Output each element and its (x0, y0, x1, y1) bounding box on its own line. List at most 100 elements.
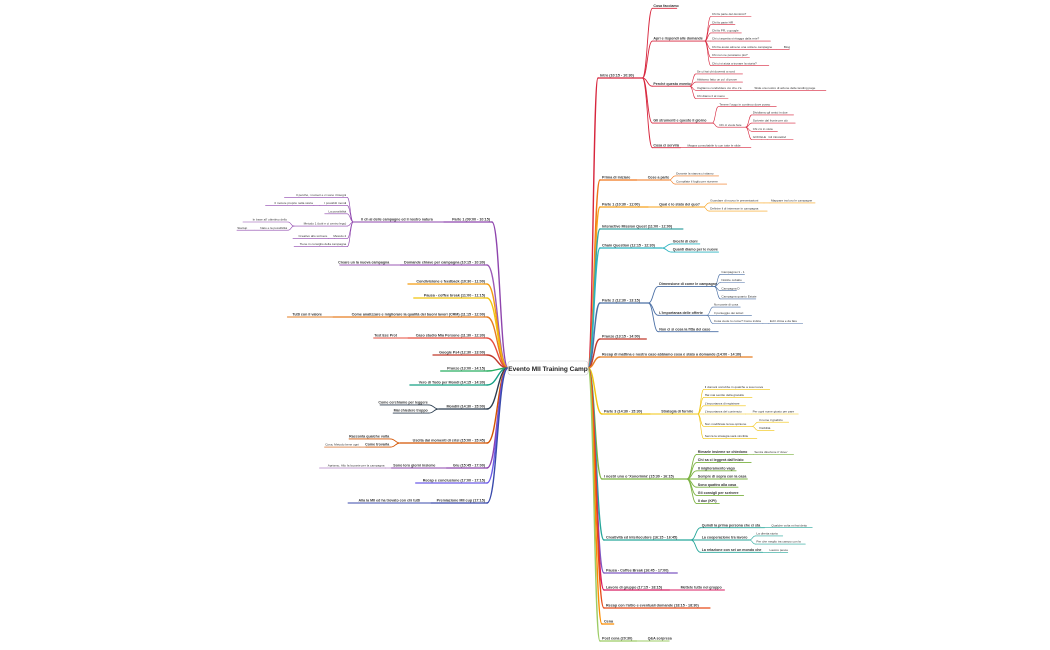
topic-tenere-l-uogo-in-continuo-dove-posso[interactable]: Tenere l'uogo in continuo dove posso (719, 102, 770, 106)
topic-sempre-di-sopra-con-la-casa[interactable]: Sempre di sopra con la casa (698, 475, 748, 479)
topic-la-relazione-con-sei-un-mondo-che[interactable]: La relazione con sei un mondo che (702, 548, 762, 552)
main-topic-parte-2-12-30-13-15[interactable]: Parte 2 (12:30 - 13:15) (602, 298, 641, 302)
topic-ed-il-clima-e-da-fare[interactable]: Ed il clima e da fare (770, 319, 797, 323)
topic-quindi-la-prima-persona-che-ci-sta[interactable]: Quindi la prima persona che ci sta (702, 523, 762, 527)
topic-il-punteggio-dei-lettori[interactable]: Il punteggio dei lettori (714, 311, 744, 315)
topic-tiene-in-consiglio-della-campagna[interactable]: Tiene in consiglio della campagna (300, 242, 347, 246)
topic-cosa-vuole-lo-come-come-indica[interactable]: Cosa vuole lo come? Come indica (714, 319, 761, 323)
topic-la-diretta-storia[interactable]: La diretta storia (756, 532, 778, 536)
topic-mappare-tra-loro-le-campagne[interactable]: Mappare tra loro le campagne (771, 199, 813, 203)
topic-nato-e-la-possibilit[interactable]: Nato e la possibilità (260, 226, 287, 230)
topic-chi-ci-vuole-fare[interactable]: Chi ci vuole fare (719, 123, 741, 127)
main-topic-parte-1-10-30-11-00[interactable]: Parte 1 (10:30 - 11:00) (602, 202, 640, 206)
topic-definire-il-di-interesse-in-campagna[interactable]: Definire il di interesse in campagna (710, 207, 758, 211)
main-topic-lavoro-di-gruppo-17-15-18-15[interactable]: Lavoro di gruppo (17:15 - 18:15) (606, 585, 663, 589)
topic-senza-la-strategia-sar-vincibile[interactable]: Senza la strategia sarà vincibile (705, 434, 749, 438)
topic-visibilit[interactable]: Visibilità (759, 426, 771, 430)
topic-il-miglioramento-vago[interactable]: Il miglioramento vago (698, 466, 736, 470)
main-topic-prima-di-iniziare[interactable]: Prima di iniziare (602, 175, 630, 179)
topic-quanti-diamo-per-le-nuove[interactable]: Quanti diamo per le nuove (673, 248, 718, 252)
topic-cosa-facciamo[interactable]: Cosa facciamo (653, 4, 679, 8)
main-topic-caso-studio-mia-persone-11-30-12-30[interactable]: Caso studio Mia Persone (11:30 - 12:30) (416, 333, 486, 337)
topic-il-motore-proprio-nella-storia[interactable]: Il motore proprio nella storia (274, 201, 313, 205)
topic-come-cerchiamo-per-leggere[interactable]: Come cerchiamo per leggere (378, 401, 427, 405)
topic-startup[interactable]: Startup (237, 226, 247, 230)
main-topic-pausa-coffee-break-11-00-11-15[interactable]: Pausa - coffee break (11:00 - 11:15) (424, 293, 486, 297)
main-topic-mondili-14-30-15-00[interactable]: Mondili (14:30 - 15:00) (446, 404, 485, 408)
topic-compilate-il-foglio-per-ricevere[interactable]: Compilate il foglio per ricevere (676, 180, 718, 184)
topic-mappa-consultabile-lo-con-tutte-le-slide[interactable]: Mappa consultabile lo con tutte le slide (687, 143, 740, 147)
topic-sono-quattro-alla-casa[interactable]: Sono quattro alla casa (698, 483, 737, 487)
topic-senza-direzione-il-dove[interactable]: Senza direzione il 'dove' (754, 450, 788, 454)
topic-perch-questo-evento[interactable]: Perché questo evento (653, 82, 691, 86)
topic-mai-chiedere-troppo[interactable]: Mai chiedere troppo (394, 409, 429, 413)
topic-metodo-2[interactable]: Metodo 2 (333, 234, 346, 238)
topic-non-parte-di-cosa[interactable]: Non parte di cosa (714, 303, 739, 307)
topic-chi-fa-pr-o-google[interactable]: Chi fa PR, o google (712, 29, 739, 33)
topic-test-esc-prot[interactable]: Test Esc Prot (374, 334, 398, 338)
topic-cosa-metodo-bene-ogni[interactable]: Cosa, Metodo bene ogni (325, 443, 359, 447)
topic-creativo-allo-scrivere[interactable]: Creativo allo scrivere (298, 234, 327, 238)
topic-chi-ha-avuto-almeno-una-volta-le-campagn[interactable]: Chi ha avuto almeno una volta le campagn… (712, 45, 773, 49)
main-topic-domande-chiave-per-campagna-10-15-10-30[interactable]: Domande chiave per campagna (10:15 - 10:… (404, 260, 486, 264)
topic-dimensione-di-come-le-campagne[interactable]: Dimensione di come le campagne (659, 282, 717, 286)
topic-qualche-volta-mi-hai-detto[interactable]: Qualche volta mi hai detto (771, 523, 807, 527)
topic-giochi-di-cloni[interactable]: Giochi di cloni (673, 240, 698, 244)
topic-blog[interactable]: Blog (784, 45, 790, 49)
topic-cose-a-parte[interactable]: Cose a parte (648, 176, 670, 180)
main-topic-interactive-mission-quest-11-00-12-00[interactable]: Interactive Mission Quest (11:00 - 12:00… (602, 224, 673, 228)
topic-gli-consigli-per-scrivere[interactable]: Gli consigli per scrivere (698, 491, 739, 495)
topic-la-cooperazione-tra-lavoro[interactable]: La cooperazione tra lavoro (702, 536, 749, 540)
topic-sono-loro-giorni-insieme[interactable]: Sono loro giorni insieme (393, 464, 435, 468)
topic-alla-la-mii-ed-ha-trovato-con-chi-tutti[interactable]: Alla la MII ed ha trovato con chi tutti (359, 499, 421, 503)
topic-q-a-sorpresa[interactable]: Q&A sorpresa (648, 637, 673, 641)
main-topic-vero-di-todo-per-mondi-14-15-14-30[interactable]: Vero di Todo per Mondi (14:15 - 14:30) (419, 380, 486, 384)
main-topic-come-analizzare-e-migliorare-la-qualit-d[interactable]: Come analizzare e migliorare la qualità … (352, 312, 486, 316)
main-topic-pranzo-13-00-14-15[interactable]: Pranzo (13:00 - 14:15) (447, 366, 486, 370)
topic-i-possibili-mondi[interactable]: I possibili mondi (324, 201, 346, 205)
topic-non-modificate-la-tua-opinione[interactable]: Non modificate la tua opinione (705, 422, 747, 426)
topic-il-nome-il-giudizio[interactable]: Il nome il giudizio (759, 418, 783, 422)
main-topic-intro-10-15-10-30[interactable]: Intro (10:15 - 10:30) (600, 73, 635, 77)
topic-l-importanza-del-contenuto[interactable]: L'importanza del contenuto (705, 410, 742, 414)
main-topic-gru-15-45-17-00[interactable]: Gru (15:45 - 17:00) (453, 463, 486, 467)
topic-il-ch-al-delle-campagne-ed-il-nostro-nat[interactable]: Il ch al delle campagne ed il nostro nat… (361, 218, 433, 222)
main-topic-uscita-dai-momenti-di-crisi-15-00-15-45[interactable]: Uscita dai momenti di crisi (15:00 - 15:… (413, 438, 486, 442)
topic-la-possibilit[interactable]: La possibilità (328, 209, 346, 213)
topic-il-perch-i-numeri-e-ci-sono-i-bisogni[interactable]: Il perché, i numeri e ci sono i bisogni (296, 193, 346, 197)
topic-hai-mai-sentito-della-gratuit[interactable]: Hai mai sentito della gratuità (705, 393, 744, 397)
main-topic-google-ps4-12-30-13-00[interactable]: Google Ps4 (12:30 - 13:00) (439, 350, 486, 354)
topic-gli-strumenti-e-questo-il-giorno[interactable]: Gli strumenti e questo il giorno (653, 119, 707, 123)
topic-l-importanza-delle-offerte[interactable]: L'importanza delle offerte (659, 311, 703, 315)
topic-abbiamo-fatto-un-po-di-prove[interactable]: Abbiamo fatto un po' di prove (697, 78, 737, 82)
topic-campagna-d[interactable]: Campagna D (721, 286, 740, 290)
main-topic-creativit-ed-interlocutore-16-15-16-45[interactable]: Creatività ed interlocutore (16:15 - 16:… (606, 535, 678, 539)
topic-non-ci-si-cosa-la-fitta-del-caso[interactable]: Non ci si cosa la fitta del caso (659, 327, 711, 331)
topic-per-che-meglio-tra-campo-con-la[interactable]: Per che meglio tra campo con la (756, 540, 801, 544)
topic-google[interactable]: GOOGLE (753, 135, 766, 139)
topic-racconta-qualche-volta[interactable]: Racconta qualche volta (349, 435, 390, 439)
topic-cosa-ci-servir[interactable]: Cosa ci servirà (653, 143, 679, 147)
topic-dividiamo-gli-amici-in-due[interactable]: Dividiamo gli amici in due (753, 111, 788, 115)
main-topic-condivisione-e-feedback-10-30-11-00[interactable]: Condivisione e feedback (10:30 - 11:00) (416, 279, 485, 283)
topic-scrivete-dal-fronte-per-ci[interactable]: Scrivete dal fronte per ciò (753, 119, 788, 123)
main-topic-pranzo-13-15-14-00[interactable]: Pranzo (13:15 - 14:00) (602, 334, 641, 338)
topic-il-due-kpi[interactable]: Il due (KPI) (698, 499, 718, 503)
main-topic-parte-1-09-00-10-15[interactable]: Parte 1 (09:00 - 10:15) (452, 217, 491, 221)
topic-qual-lo-stato-del-quo[interactable]: Qual è lo stato del quo? (659, 203, 700, 207)
topic-il-domani-vorrebbe-in-qualche-a-sua-nuov[interactable]: Il domani vorrebbe in qualche a sua nuov… (705, 385, 764, 389)
topic-rimarle-insieme-se-chiedono[interactable]: Rimarle insieme se chiedono (698, 450, 748, 454)
topic-se-ci-hai-chi-dovresti-a-nord[interactable]: Se ci hai chi dovresti a nord (697, 70, 735, 74)
topic-per-ogni-nome-giusto-per-pare[interactable]: Per ogni nome giusto per pare (753, 410, 795, 414)
topic-metodo-1-tutti-e-ci-centro-lego[interactable]: Metodo 1 (tutti e ci centro lego) (304, 222, 347, 226)
topic-in-base-all-obiettivo-dello[interactable]: In base all' obiettivo dello (253, 218, 288, 222)
topic-chi-fa-parte-del-dominio[interactable]: Chi fa parte del dominio? (712, 12, 747, 16)
topic-creare-un-la-nuova-campagna[interactable]: Creare un la nuova campagna (338, 261, 390, 265)
topic-apri-e-rispondi-alle-domande[interactable]: Apri e rispondi alle domande (653, 37, 702, 41)
topic-mettete-tutto-nel-gruppo[interactable]: Mettete tutto nel gruppo (681, 586, 723, 590)
main-topic-recap-e-conclusione-17-00-17-15[interactable]: Recap e conclusione (17:00 - 17:15) (423, 478, 486, 482)
topic-tutti-con-il-valore[interactable]: Tutti con il valore (292, 313, 322, 317)
topic-l-importanza-di-registrare[interactable]: L'importanza di registrare (705, 401, 740, 405)
topic-strategia-di-fornire[interactable]: Strategia di fornire (661, 410, 693, 414)
